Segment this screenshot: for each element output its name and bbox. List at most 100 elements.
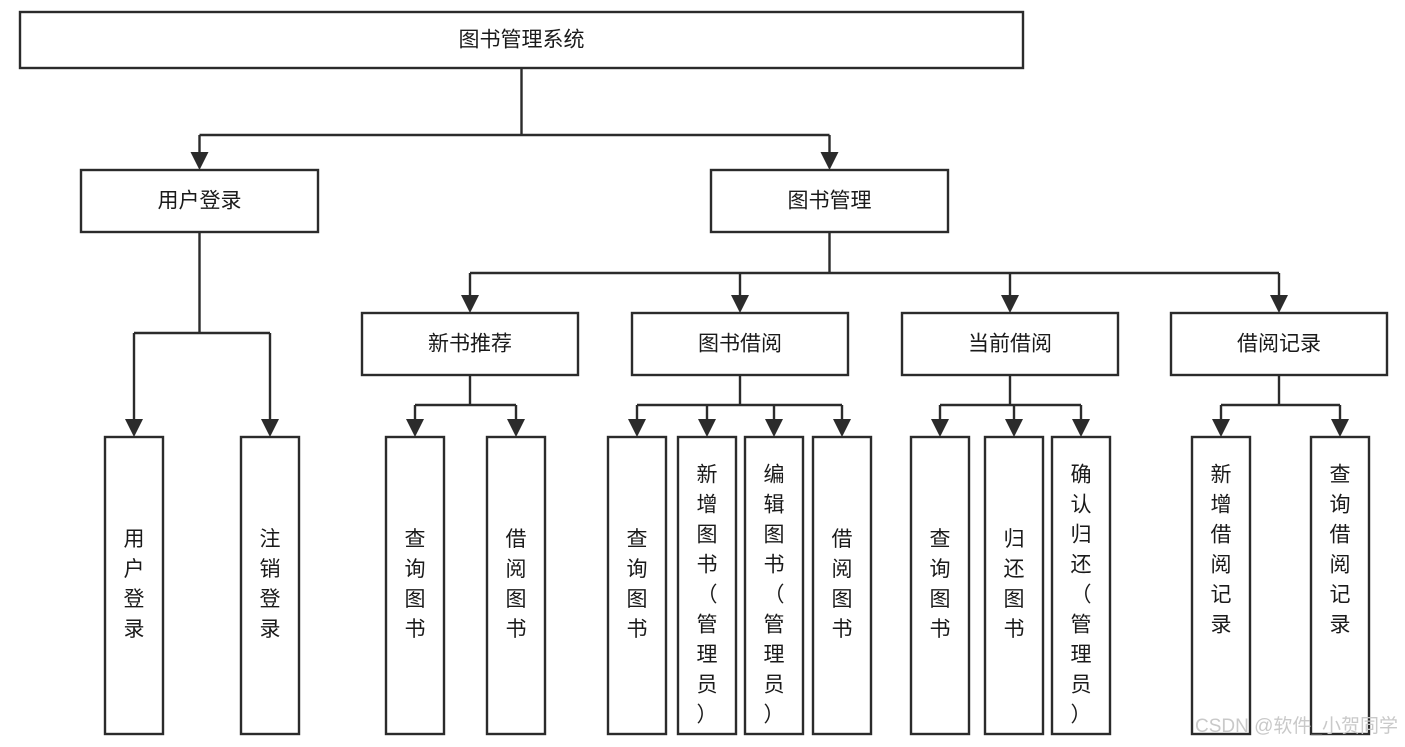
- svg-text:管: 管: [764, 614, 785, 637]
- node-book-borrow-label: 图书借阅: [698, 333, 782, 356]
- node-leaf-query-book-b-box[interactable]: [606, 435, 668, 736]
- svg-text:（: （: [1071, 584, 1092, 607]
- node-leaf-borrow-book-a-box[interactable]: [485, 435, 547, 736]
- node-book-borrow[interactable]: 图书借阅: [630, 311, 850, 377]
- svg-text:阅: 阅: [1211, 554, 1232, 577]
- svg-text:书: 书: [697, 554, 718, 577]
- svg-text:用: 用: [124, 528, 145, 551]
- book-borrow-to-leaf-2-arrowhead: [765, 419, 783, 437]
- svg-text:理: 理: [1071, 644, 1092, 667]
- node-new-book-recommend-box[interactable]: [360, 311, 580, 377]
- node-current-borrow-box[interactable]: [900, 311, 1120, 377]
- node-leaf-user-login-label: 用户登录: [124, 528, 145, 641]
- svg-text:录: 录: [1211, 614, 1232, 637]
- svg-text:记: 记: [1330, 584, 1351, 607]
- svg-text:阅: 阅: [832, 558, 853, 581]
- svg-text:）: ）: [764, 704, 785, 727]
- svg-text:还: 还: [1071, 554, 1092, 577]
- svg-text:（: （: [764, 584, 785, 607]
- node-leaf-query-book-a-box[interactable]: [384, 435, 446, 736]
- node-leaf-confirm-return-box[interactable]: [1050, 435, 1112, 736]
- bm-to-book-borrow-1-arrowhead: [731, 295, 749, 313]
- node-leaf-query-record-box[interactable]: [1309, 435, 1371, 736]
- node-current-borrow-label: 当前借阅: [968, 333, 1052, 356]
- svg-text:记: 记: [1211, 584, 1232, 607]
- svg-text:图: 图: [930, 588, 951, 611]
- node-book-manage[interactable]: 图书管理: [709, 168, 950, 234]
- svg-text:（: （: [697, 584, 718, 607]
- node-leaf-user-login[interactable]: 用户登录: [103, 435, 165, 736]
- node-new-book-recommend-label: 新书推荐: [428, 333, 512, 356]
- svg-text:辑: 辑: [764, 494, 785, 517]
- svg-text:管: 管: [697, 614, 718, 637]
- svg-text:归: 归: [1071, 524, 1092, 547]
- connector-layer: [125, 68, 1349, 437]
- node-book-manage-box[interactable]: [709, 168, 950, 234]
- svg-text:查: 查: [930, 528, 951, 551]
- borrow-record-to-leaf-1-arrowhead: [1331, 419, 1349, 437]
- svg-text:）: ）: [697, 704, 718, 727]
- svg-text:管: 管: [1071, 614, 1092, 637]
- user-login-to-leaf-0-arrowhead: [125, 419, 143, 437]
- svg-text:图: 图: [764, 524, 785, 547]
- new-book-recommend-to-leaf-0-arrowhead: [406, 419, 424, 437]
- node-user-login[interactable]: 用户登录: [79, 168, 320, 234]
- svg-text:图: 图: [506, 588, 527, 611]
- node-borrow-record-box[interactable]: [1169, 311, 1389, 377]
- node-leaf-add-book-box[interactable]: [676, 435, 738, 736]
- user-login-to-leaf-1-arrowhead: [261, 419, 279, 437]
- svg-text:新: 新: [697, 464, 718, 487]
- node-leaf-logout-box[interactable]: [239, 435, 301, 736]
- node-leaf-query-book-c-box[interactable]: [909, 435, 971, 736]
- node-book-borrow-box[interactable]: [630, 311, 850, 377]
- node-root[interactable]: 图书管理系统: [18, 10, 1025, 70]
- svg-text:登: 登: [124, 588, 145, 611]
- node-root-label: 图书管理系统: [459, 29, 585, 52]
- node-leaf-edit-book-box[interactable]: [743, 435, 805, 736]
- borrow-record-to-leaf-0-arrowhead: [1212, 419, 1230, 437]
- node-root-box[interactable]: [18, 10, 1025, 70]
- bm-to-new-book-recommend-0-arrowhead: [461, 295, 479, 313]
- svg-text:录: 录: [260, 618, 281, 641]
- svg-text:查: 查: [1330, 464, 1351, 487]
- node-current-borrow[interactable]: 当前借阅: [900, 311, 1120, 377]
- new-book-recommend-to-leaf-1-arrowhead: [507, 419, 525, 437]
- svg-text:书: 书: [1004, 618, 1025, 641]
- svg-text:增: 增: [1211, 494, 1232, 517]
- svg-text:询: 询: [405, 558, 426, 581]
- svg-text:书: 书: [930, 618, 951, 641]
- node-leaf-borrow-book-b-box[interactable]: [811, 435, 873, 736]
- svg-text:阅: 阅: [506, 558, 527, 581]
- node-leaf-return-book-box[interactable]: [983, 435, 1045, 736]
- node-borrow-record[interactable]: 借阅记录: [1169, 311, 1389, 377]
- svg-text:借: 借: [1211, 524, 1232, 547]
- book-borrow-to-leaf-3-arrowhead: [833, 419, 851, 437]
- node-new-book-recommend[interactable]: 新书推荐: [360, 311, 580, 377]
- node-leaf-user-login-box[interactable]: [103, 435, 165, 736]
- node-layer: 图书管理系统用户登录图书管理新书推荐图书借阅当前借阅借阅记录用户登录注销登录查询…: [18, 10, 1389, 736]
- node-leaf-add-record-box[interactable]: [1190, 435, 1252, 736]
- node-user-login-box[interactable]: [79, 168, 320, 234]
- bm-to-borrow-record-3-arrowhead: [1270, 295, 1288, 313]
- svg-text:书: 书: [764, 554, 785, 577]
